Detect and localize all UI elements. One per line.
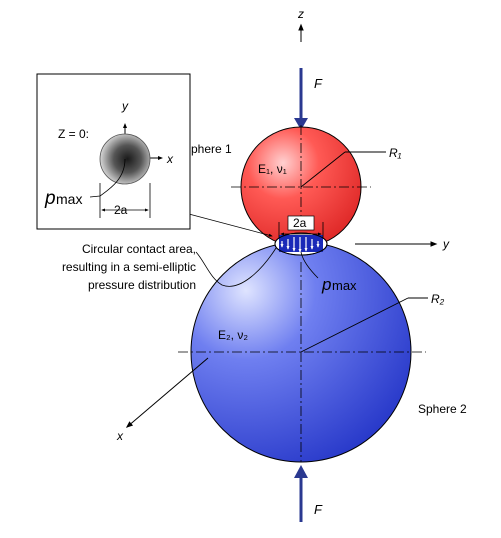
contact-width-dimension: 2a — [278, 215, 324, 238]
r2-label: R₂ — [431, 292, 445, 306]
svg-text:Circular contact area,: Circular contact area, — [82, 242, 196, 256]
sphere-2-properties: E₂, ν₂ — [218, 328, 248, 342]
contact-description: Circular contact area, resulting in a se… — [62, 242, 196, 292]
svg-text:max: max — [332, 278, 357, 293]
inset-width-label: 2a — [114, 203, 128, 217]
bottom-force-arrow: F — [294, 465, 323, 522]
svg-text:p: p — [321, 275, 331, 294]
y-axis: y — [355, 237, 450, 251]
radius-r2: R₂ — [300, 292, 445, 353]
contact-pmax-label: p max — [300, 251, 357, 294]
x-axis-label: x — [116, 429, 124, 443]
inset-top-view: Z = 0: y x 2a p max — [36, 73, 191, 230]
svg-text:pressure distribution: pressure distribution — [88, 278, 196, 292]
inset-x-label: x — [166, 152, 174, 166]
top-force-label: F — [314, 76, 323, 91]
radius-r1: R₁ — [300, 146, 402, 188]
r1-label: R₁ — [389, 146, 402, 160]
sphere-1-centerlines — [231, 125, 371, 222]
y-axis-label: y — [442, 237, 450, 251]
inset-pmax-label: p — [44, 188, 56, 209]
contact-width-label: 2a — [293, 216, 307, 230]
sphere-2-caption: Sphere 2 — [418, 402, 467, 416]
inset-condition-label: Z = 0: — [58, 127, 89, 141]
contact-pressure-distribution — [274, 232, 328, 256]
svg-text:max: max — [56, 191, 82, 207]
svg-text:resulting in a semi-elliptic: resulting in a semi-elliptic — [62, 260, 196, 274]
inset-y-label: y — [121, 99, 129, 113]
x-axis: x — [116, 357, 209, 443]
sphere-1-properties: E₁, ν₁ — [258, 162, 287, 176]
sphere-2-centerlines — [178, 262, 426, 462]
contact-description-leader — [195, 247, 277, 287]
top-force-arrow: F — [294, 68, 323, 130]
bottom-force-label: F — [314, 502, 323, 517]
sphere-1-caption: Sphere 1 — [183, 142, 232, 156]
z-axis-label: z — [297, 7, 304, 21]
z-axis: z — [297, 7, 304, 42]
